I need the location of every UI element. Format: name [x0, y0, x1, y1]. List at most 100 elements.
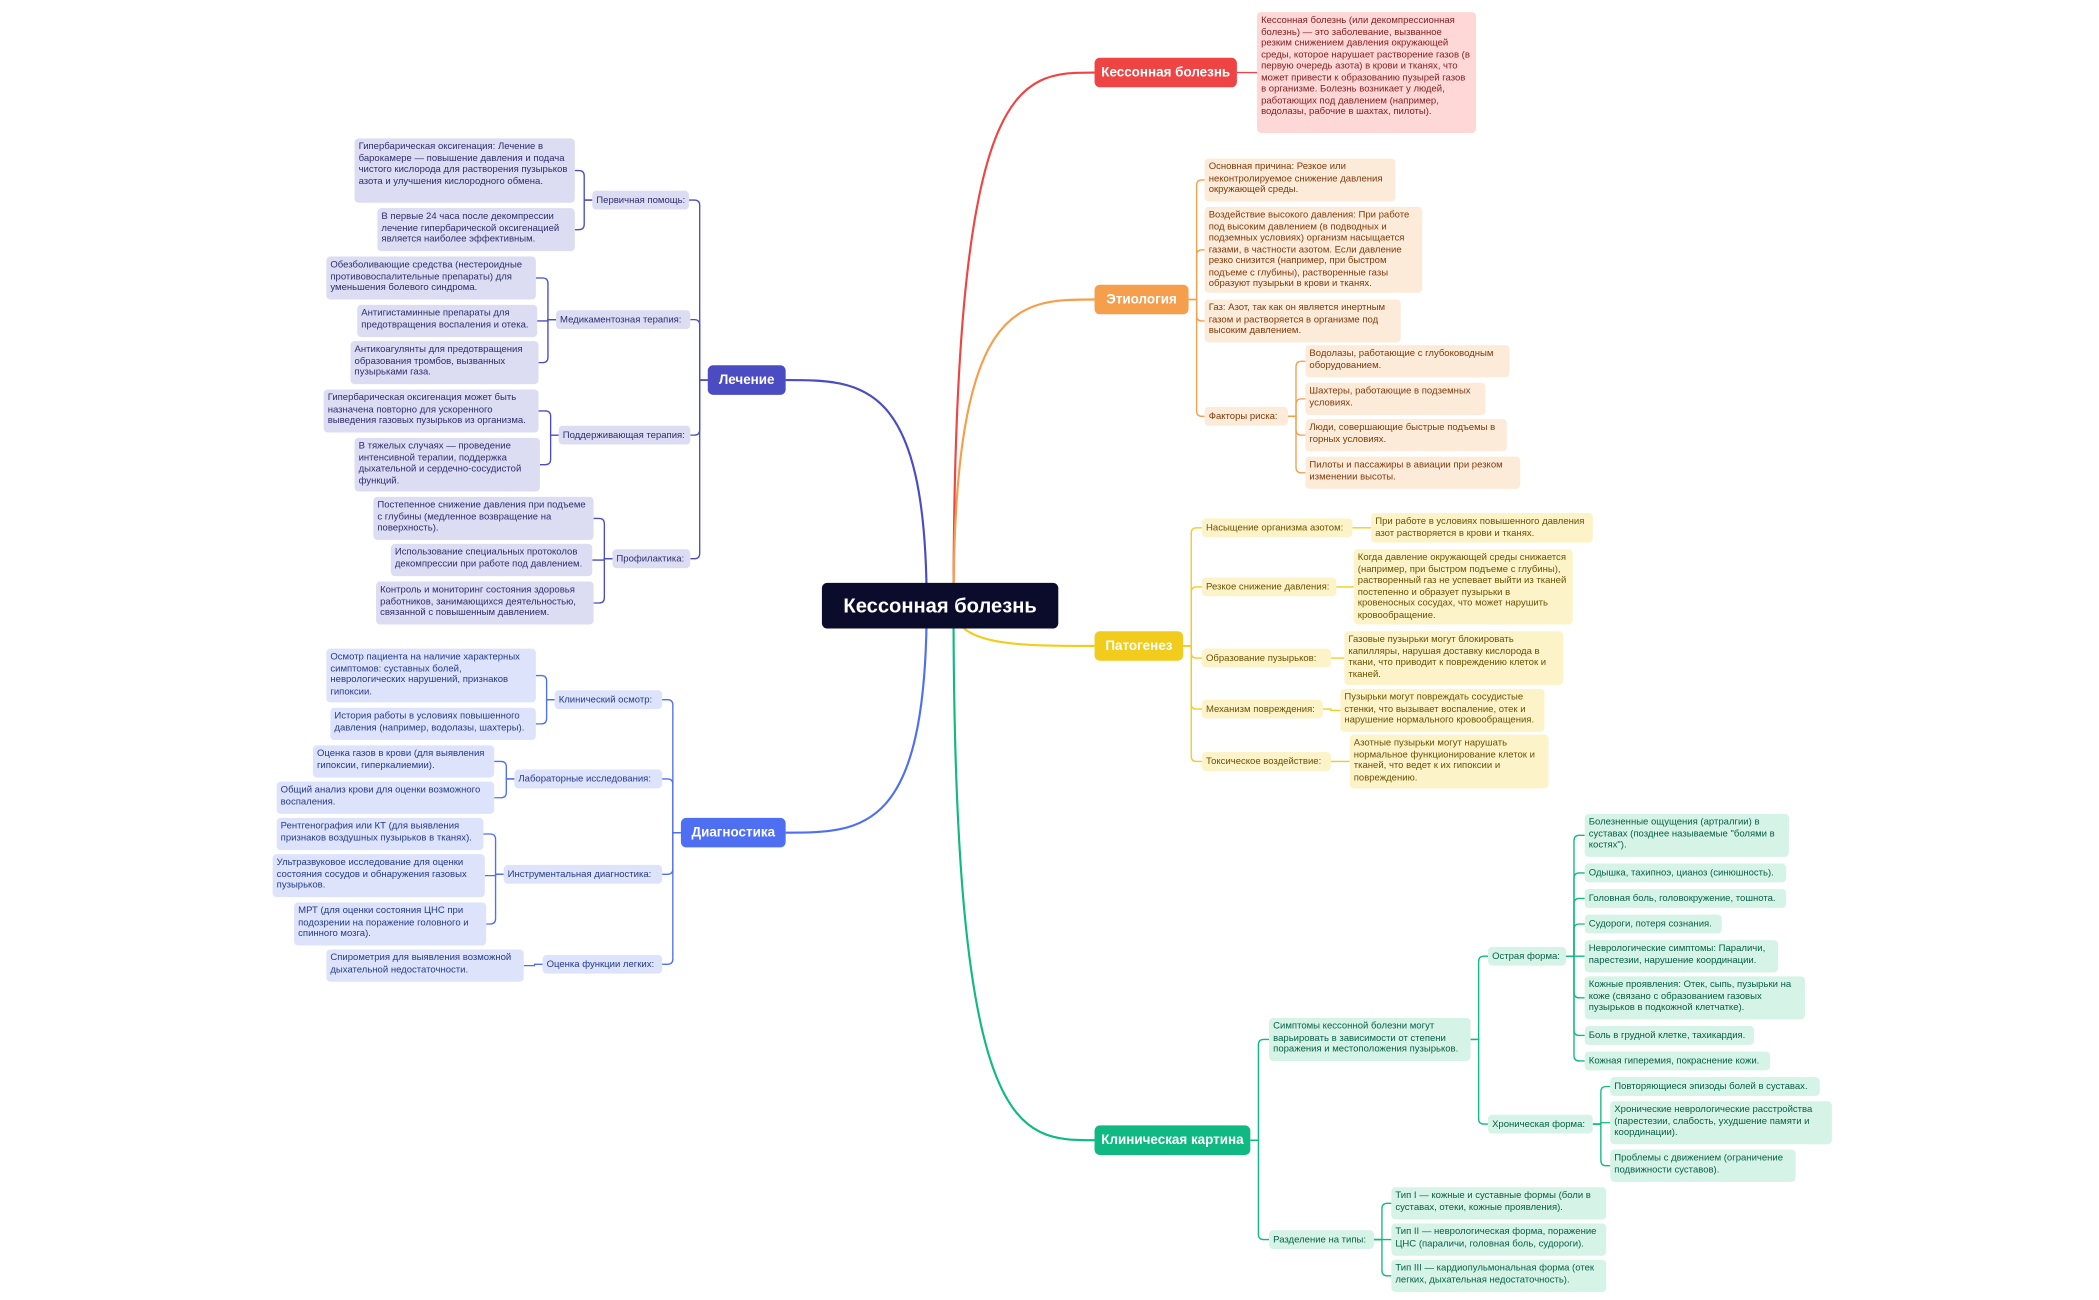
detail-node[interactable]: Газ: Азот, так как он является инертным …: [1204, 299, 1401, 343]
link-clinical: [1470, 955, 1489, 1041]
detail-node[interactable]: Общий анализ крови для оценки возможного…: [276, 781, 495, 814]
detail-node[interactable]: Обезболивающие средства (нестероидные пр…: [326, 256, 536, 300]
detail-node[interactable]: Гипербарическая оксигенация может быть н…: [323, 389, 539, 433]
link-clinical: [1250, 1038, 1270, 1141]
link-treatment: [688, 199, 708, 381]
topic-node[interactable]: Острая форма:: [1488, 946, 1566, 966]
detail-node[interactable]: Водолазы, работающие с глубоководным обо…: [1305, 345, 1510, 378]
topic-node[interactable]: Медикаментозная терапия:: [556, 310, 691, 330]
topic-node[interactable]: Разделение на типы:: [1269, 1230, 1374, 1249]
detail-node[interactable]: Хронические неврологические расстройства…: [1610, 1101, 1832, 1145]
branch-clinical[interactable]: Клиническая картина: [1094, 1125, 1251, 1155]
topic-node[interactable]: Токсическое воздействие:: [1201, 752, 1331, 771]
topic-node[interactable]: Первичная помощь:: [592, 190, 689, 210]
branch-pathogenesis[interactable]: Патогенез: [1094, 631, 1184, 661]
topic-node[interactable]: Насыщение организма азотом:: [1201, 518, 1353, 538]
detail-node[interactable]: Тип I — кожные и суставные формы (боли в…: [1391, 1187, 1607, 1220]
link-treatment: [593, 558, 613, 604]
link-etiology: [1188, 298, 1205, 418]
topic-node[interactable]: Инструментальная диагностика:: [503, 864, 663, 884]
link-diagnostics: [662, 778, 681, 834]
link-clinical: [1565, 923, 1585, 957]
link-diagnostics: [494, 760, 515, 780]
topic-node[interactable]: Хроническая форма:: [1488, 1114, 1593, 1134]
detail-node[interactable]: Оценка газов в крови (для выявления гипо…: [312, 745, 495, 778]
detail-node[interactable]: Тип III — кардиопульмональная форма (оте…: [1391, 1259, 1607, 1292]
detail-node[interactable]: МРТ (для оценки состояния ЦНС при подозр…: [294, 902, 487, 946]
link-treatment: [538, 410, 559, 436]
detail-node[interactable]: Спирометрия для выявления возможной дыха…: [326, 949, 524, 982]
detail-node[interactable]: Азотные пузырьки могут нарушать нормальн…: [1349, 734, 1549, 789]
link-root-etiology: [952, 298, 1095, 606]
topic-node[interactable]: Клинический осмотр:: [554, 690, 663, 710]
topic-node[interactable]: Оценка функции легких:: [542, 954, 663, 974]
link-root-treatment: [785, 378, 928, 606]
link-etiology: [1287, 398, 1306, 418]
branch-diagnostics[interactable]: Диагностика: [680, 817, 786, 848]
topic-node[interactable]: Резкое снижение давления:: [1201, 577, 1337, 597]
detail-node[interactable]: Кессонная болезнь (или декомпрессионная …: [1257, 12, 1476, 133]
link-diagnostics: [523, 963, 543, 967]
link-pathogenesis: [1183, 645, 1202, 659]
link-treatment: [574, 199, 593, 231]
link-pathogenesis: [1183, 645, 1202, 763]
detail-node[interactable]: Антикоагулянты для предотвращения образо…: [350, 341, 539, 385]
link-treatment: [535, 277, 557, 321]
detail-node[interactable]: Судороги, потеря сознания.: [1584, 914, 1722, 934]
detail-node[interactable]: Головная боль, головокружение, тошнота.: [1584, 889, 1787, 908]
detail-node[interactable]: Болезненные ощущения (артралгии) в суста…: [1584, 813, 1789, 857]
branch-def[interactable]: Кессонная болезнь: [1094, 57, 1237, 88]
detail-node[interactable]: История работы в условиях повышенного да…: [330, 707, 536, 740]
detail-node[interactable]: Основная причина: Резкое или неконтролир…: [1204, 158, 1396, 202]
detail-node[interactable]: Гипербарическая оксигенация: Лечение в б…: [354, 138, 575, 203]
detail-node[interactable]: В тяжелых случаях — проведение интенсивн…: [354, 437, 540, 492]
link-clinical: [1592, 1085, 1611, 1125]
detail-node[interactable]: В первые 24 часа после декомпрессии лече…: [377, 208, 575, 252]
detail-node[interactable]: Постепенное снижение давления при подъем…: [373, 496, 594, 540]
branch-etiology[interactable]: Этиология: [1094, 284, 1189, 315]
topic-node[interactable]: Образование пузырьков:: [1201, 648, 1331, 668]
branch-treatment[interactable]: Лечение: [707, 365, 786, 395]
link-treatment: [538, 318, 557, 364]
topic-node[interactable]: Симптомы кессонной болезни могут варьиро…: [1269, 1017, 1471, 1061]
root-node[interactable]: Кессонная болезнь: [821, 582, 1059, 629]
detail-node[interactable]: Воздействие высокого давления: При работ…: [1204, 206, 1423, 293]
topic-node[interactable]: Поддерживающая терапия:: [558, 425, 691, 445]
detail-node[interactable]: Одышка, тахипноэ, цианоз (синюшность).: [1584, 863, 1787, 883]
detail-node[interactable]: Контроль и мониторинг состояния здоровья…: [376, 581, 594, 625]
detail-node[interactable]: Осмотр пациента на наличие характерных с…: [326, 648, 536, 703]
link-clinical: [1565, 897, 1585, 957]
detail-node[interactable]: Неврологические симптомы: Параличи, паре…: [1584, 940, 1779, 973]
topic-node[interactable]: Механизм повреждения:: [1201, 699, 1323, 719]
detail-node[interactable]: Шахтеры, работающие в подземных условиях…: [1305, 382, 1486, 415]
detail-node[interactable]: При работе в условиях повышенного давлен…: [1371, 513, 1593, 543]
detail-node[interactable]: Использование специальных протоколов дек…: [390, 543, 593, 577]
detail-node[interactable]: Проблемы с движением (ограничение подвиж…: [1610, 1149, 1796, 1182]
detail-node[interactable]: Люди, совершающие быстрые подъемы в горн…: [1305, 419, 1507, 452]
link-clinical: [1565, 955, 1585, 1062]
detail-node[interactable]: Рентгенография или КТ (для выявления при…: [276, 817, 484, 851]
detail-node[interactable]: Кожные проявления: Отек, сыпь, пузырьки …: [1584, 976, 1805, 1020]
detail-node[interactable]: Пузырьки могут повреждать сосудистые сте…: [1340, 688, 1545, 732]
link-diagnostics: [662, 831, 681, 875]
link-diagnostics: [486, 873, 504, 925]
link-treatment: [690, 318, 708, 381]
detail-node[interactable]: Когда давление окружающей среды снижаетс…: [1353, 549, 1573, 625]
topic-node[interactable]: Лабораторные исследования:: [514, 769, 663, 789]
link-pathogenesis: [1183, 527, 1202, 647]
topic-node[interactable]: Факторы риска:: [1204, 406, 1288, 426]
detail-node[interactable]: Газовые пузырьки могут блокировать капил…: [1344, 631, 1564, 685]
link-diagnostics: [535, 699, 555, 725]
detail-node[interactable]: Тип II — неврологическая форма, поражени…: [1391, 1223, 1607, 1256]
link-root-def: [952, 71, 1095, 606]
topic-node[interactable]: Профилактика:: [612, 549, 691, 569]
link-pathogenesis: [1322, 708, 1341, 712]
detail-node[interactable]: Антигистаминные препараты для предотвращ…: [357, 304, 538, 338]
detail-node[interactable]: Кожная гиперемия, покраснение кожи.: [1584, 1051, 1771, 1071]
detail-node[interactable]: Пилоты и пассажиры в авиации при резком …: [1305, 456, 1521, 489]
detail-node[interactable]: Ультразвуковое исследование для оценки с…: [272, 854, 485, 898]
detail-node[interactable]: Повторяющиеся эпизоды болей в суставах.: [1610, 1077, 1820, 1096]
detail-node[interactable]: Боль в грудной клетке, тахикардия.: [1584, 1026, 1754, 1045]
link-root-clinical: [952, 605, 1095, 1142]
